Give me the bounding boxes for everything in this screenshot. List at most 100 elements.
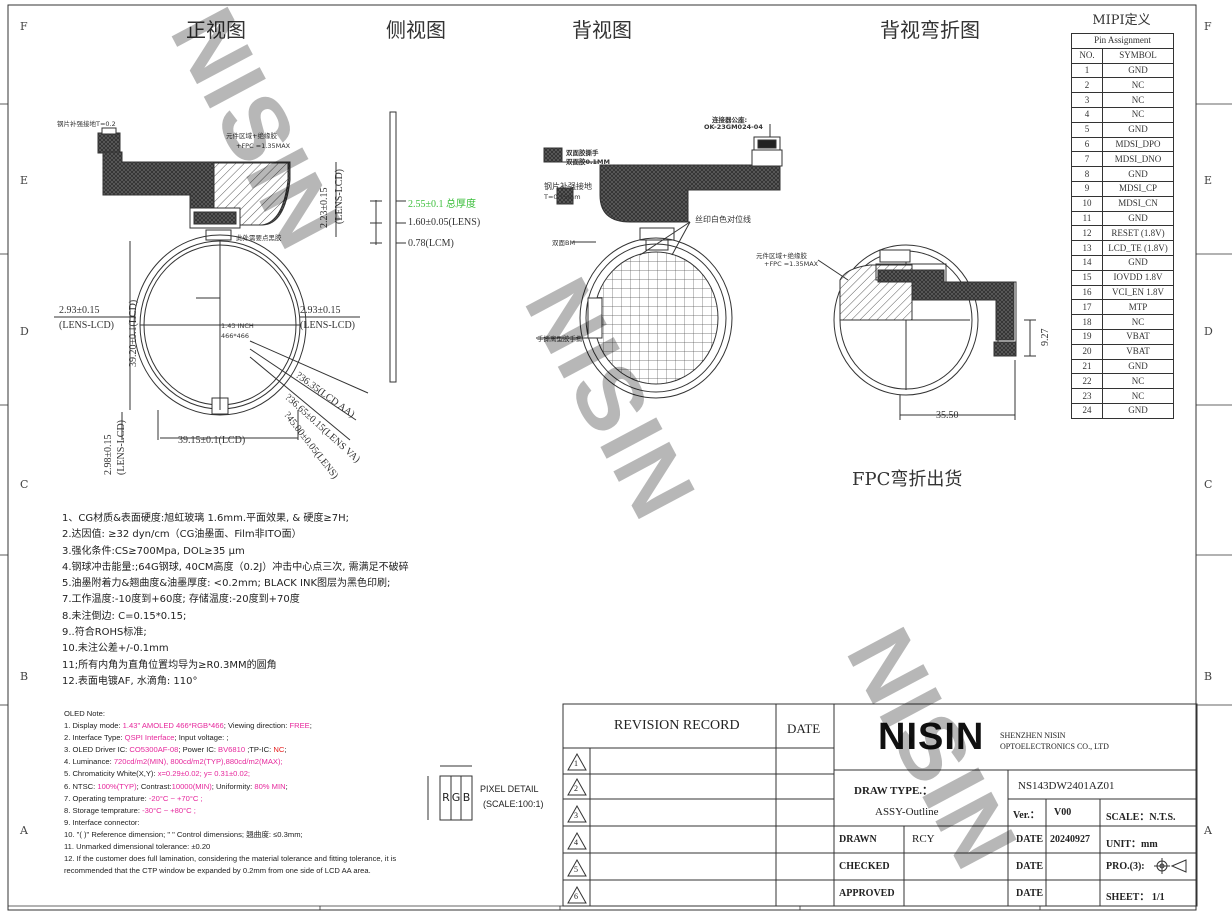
oled-l3a: 3. OLED Driver IC: [64,745,130,755]
pin-number: 8 [1071,166,1103,182]
pin-symbol: GND [1102,62,1174,79]
oled-l2b: QSPI Interface [124,733,175,743]
fpc-fold-ship-title: FPC弯折出货 [852,469,963,490]
oled-l6f: 80% MIN [254,781,286,791]
pixel-detail-label: PIXEL DETAIL [480,784,539,794]
dim-left-value: 2.93±0.15 [59,305,100,316]
oled-l6a: 6. NTSC: [64,781,98,791]
oled-l3f: NC [273,745,285,755]
fold-fpc-label: +FPC =1.35MAX [764,260,819,268]
component-area-label: 元件区域+绝缘胶 [226,132,277,140]
oled-line-4: 4. Luminance: 720cd/m2(MIN), 800cd/m2(TY… [64,756,396,768]
release-tab-label: 手撕离型胶手撕 [537,335,583,343]
oled-l2a: 2. Interface Type: [64,733,125,743]
projection-label: PRO.(3): [1106,861,1145,872]
rev-num-4: 4 [574,838,578,847]
chinese-notes: 1、CG材质&表面硬度:旭虹玻璃 1.6mm.平面效果, & 硬度≥7H;2.达… [62,511,409,690]
steel-label: 钢片补强接地 [544,182,592,191]
pixel-b: B [462,791,471,804]
pin-number: 1 [1071,62,1103,79]
rev-num-2: 2 [574,784,578,793]
oled-l3d: BV6810 [218,745,246,755]
zone-c-left: C [20,478,29,491]
fpc-thickness-label: +FPC =1.35MAX [236,142,291,150]
oled-l3b: CO5300AF-08 [129,745,179,755]
oled-line-11: 11. Unmarked dimensional tolerance: ±0.2… [64,842,211,852]
oled-l6c: ; Contrast: [136,781,172,791]
side-lens-thickness: 1.60±0.05(LENS) [408,217,481,228]
pin-number: 5 [1071,121,1103,138]
oled-line-9: 9. Interface connector: [64,817,140,827]
oled-l1b: 1.43" AMOLED 466*RGB*466 [122,721,224,731]
fold-component-label: 元件区域+绝缘胶 [756,252,807,260]
oled-title: OLED Note: [64,709,105,718]
oled-line-12b: recommended that the CTP window be expan… [64,866,371,876]
pin-symbol: IOVDD 1.8V [1102,269,1174,286]
pin-number: 7 [1071,151,1103,168]
connector-note-label: 此处需要点黑胶 [236,234,282,242]
rev-num-6: 6 [574,892,578,901]
zone-b-left: B [20,670,29,683]
pin-symbol: MDSI_CP [1102,180,1174,197]
company-name-1: SHENZHEN NISIN [1000,731,1066,740]
dim-bottom-sub: (LENS-LCD) [116,420,127,475]
pin-symbol: NC [1102,314,1174,330]
note-line: 12.表面电镀AF, 水滴角: 110° [62,675,198,687]
approved-label: APPROVED [839,888,895,899]
col-no: NO. [1071,47,1103,64]
oled-l4a: 4. Luminance: [64,757,114,767]
pin-number: 15 [1071,269,1103,286]
pin-symbol: GND [1102,254,1174,271]
note-line: 9..符合ROHS标准; [62,627,147,639]
pin-number: 21 [1071,358,1103,375]
oled-l6d: 10000(MIN) [171,781,212,791]
assy-outline: ASSY-Outline [875,806,939,818]
pin-symbol: GND [1102,210,1174,227]
dim-lcd-width: 39.15±0.1(LCD) [178,435,246,446]
rev-num-1: 1 [574,759,578,768]
checked-label: CHECKED [839,861,890,872]
mipi-header-row: Pin Assignment [1071,33,1174,49]
side-view-title: 侧视图 [386,18,446,42]
pin-symbol: MDSI_CN [1102,195,1174,212]
pin-symbol: GND [1102,121,1174,138]
back-fold-view-title: 背视弯折图 [880,18,980,42]
oled-l7b: -20°C ~ +70°C ; [148,793,203,803]
oled-l8b: -30°C ~ +80°C ; [142,805,196,815]
steel-plate-label: 钢片补强接地T=0.2 [57,120,116,128]
note-line: 3.强化条件:CS≥700Mpa, DOL≥35 μm [62,545,245,557]
date-label-1: DATE [1016,834,1044,845]
zone-d-right: D [1204,325,1213,338]
pin-number: 22 [1071,373,1103,390]
pixel-r: R [442,791,450,804]
dim-right-sub: (LENS-LCD) [300,320,355,331]
foam-label: 双面BM [552,239,576,247]
oled-l3c: ; Power IC: [178,745,219,755]
pin-number: 23 [1071,388,1103,404]
note-line: 2.达因值: ≥32 dyn/cm（CG油墨面、Film非ITO面） [62,529,302,541]
fold-dim-927: 9.27 [1040,328,1051,347]
pin-symbol: NC [1102,106,1174,123]
tape-label: 双面胶撕手 [566,149,599,157]
pin-symbol: NC [1102,77,1174,94]
draw-type-label: DRAW TYPE.： [854,785,934,797]
col-symbol: SYMBOL [1102,47,1174,64]
silk-line-label: 丝印白色对位线 [695,215,751,224]
pin-number: 19 [1071,328,1103,345]
drawn-by: RCY [912,833,935,845]
pin-number: 9 [1071,180,1103,197]
